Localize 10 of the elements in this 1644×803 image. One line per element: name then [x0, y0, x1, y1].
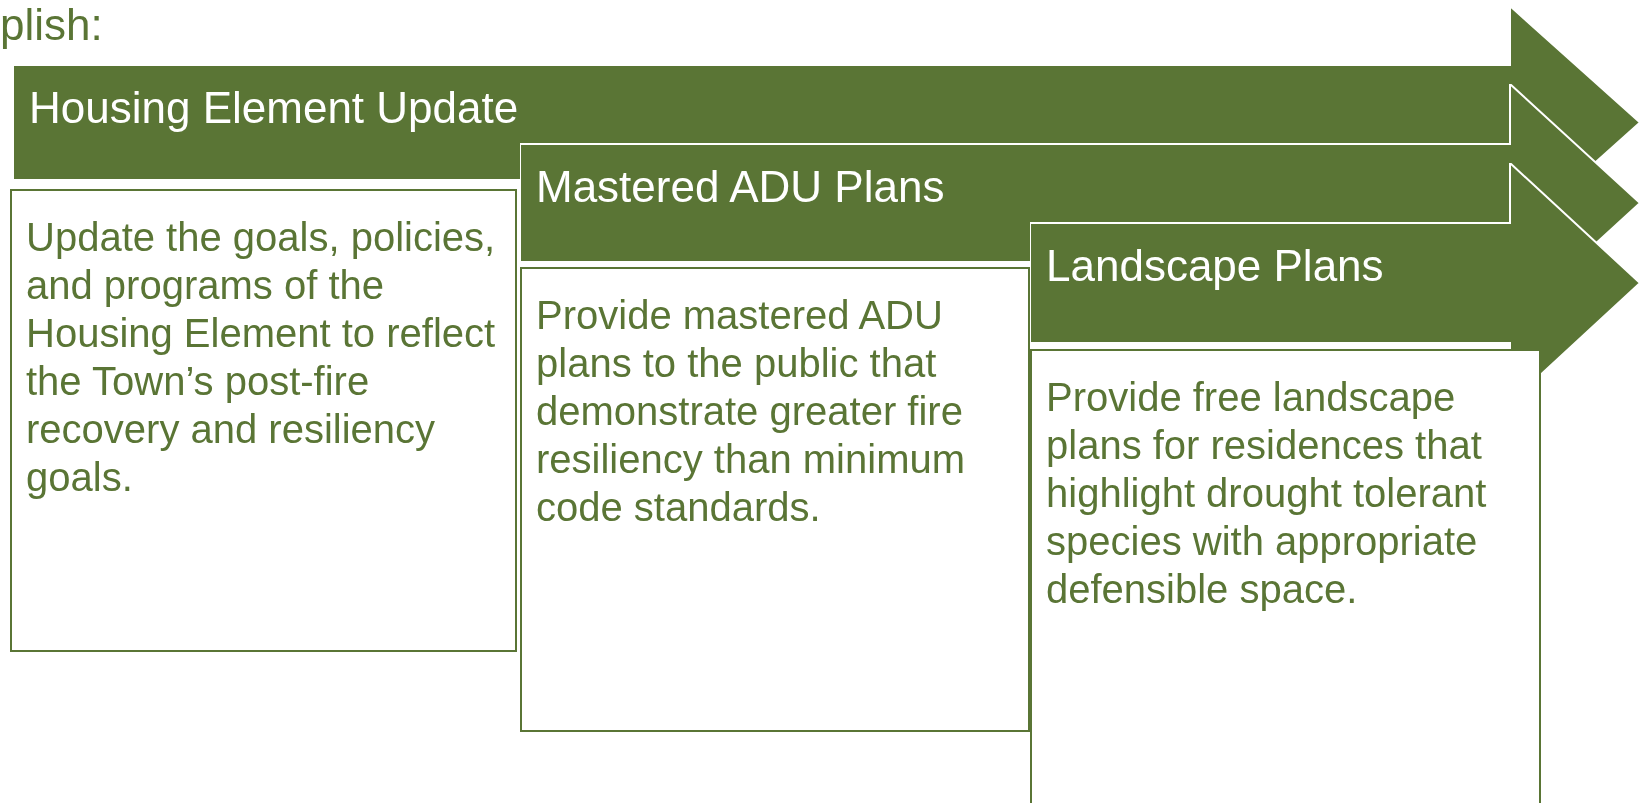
description-box	[520, 267, 1030, 732]
description-box	[1030, 349, 1541, 803]
heading-fragment: plish:	[0, 0, 103, 50]
description-text: Provide free landscape plans for residences that highlight drought tolerant species with appropriate defensible space.	[1046, 374, 1488, 613]
description-box	[10, 189, 517, 652]
description-text: Provide mastered ADU plans to the public that demonstrate greater fire resiliency than minimum code standards.	[536, 292, 967, 531]
description-text: Update the goals, policies, and programs of the Housing Element to reflect the Town’s post-fire recovery and resiliency goals.	[26, 214, 497, 501]
step-heading: Mastered ADU Plans	[536, 162, 945, 212]
step-heading: Landscape Plans	[1046, 241, 1384, 291]
step-heading: Housing Element Update	[29, 83, 519, 133]
